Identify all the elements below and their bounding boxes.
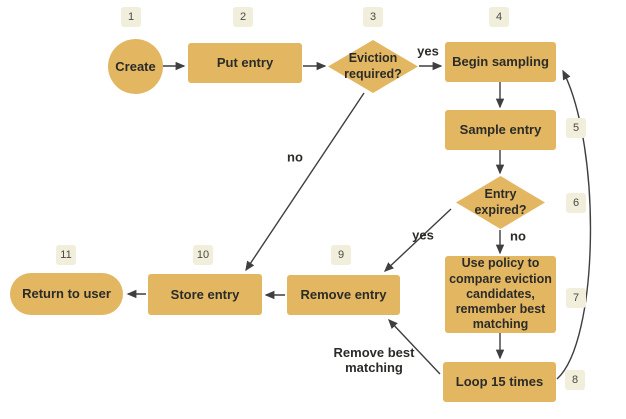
node-label: Entry expired? [474,187,527,217]
edge-loop-back-to-begin [556,69,592,380]
node-label: Return to user [22,286,111,302]
node-label: Use policy to compare eviction candidate… [449,256,552,332]
step-badge-2: 2 [233,7,253,27]
badge-number: 11 [60,249,72,261]
badge-number: 10 [196,249,210,261]
edge-label-remove-best-matching: Remove best matching [333,345,415,375]
badge-number: 8 [571,374,579,386]
edge-expired-yes-to-remove [383,208,452,272]
step-badge-1: 1 [121,7,141,27]
badge-number: 9 [337,249,345,261]
node-label: Remove entry [300,287,387,303]
rect-shape [188,43,302,83]
rect-shape [148,274,262,315]
edge-loop-to-remove [388,318,441,375]
badge-number: 4 [495,11,503,23]
step-badge-4: 4 [489,7,509,27]
step-badge-5: 5 [566,118,586,138]
node-label: Eviction required? [344,51,402,81]
rect-shape [445,110,556,150]
badge-number: 6 [572,197,580,209]
badge-number: 1 [127,11,135,23]
node-loop-15-times: Loop 15 times [443,362,556,402]
node-label: Loop 15 times [455,374,544,390]
rect-shape [445,42,556,82]
node-label: Begin sampling [452,54,549,70]
step-badge-10: 10 [193,245,213,265]
node-remove-entry: Remove entry [287,275,400,315]
edge-label-expired-yes: yes [412,227,434,243]
node-create: Create [108,39,163,94]
node-label: Sample entry [459,122,542,138]
badge-number: 7 [572,292,580,304]
node-label: Create [115,58,156,74]
badge-number: 2 [239,11,247,23]
node-return-to-user: Return to user [10,273,123,315]
edge-eviction-no-to-store [245,92,365,272]
node-sample-entry: Sample entry [445,110,556,150]
rect-shape [445,256,556,333]
step-badge-11: 11 [56,245,76,265]
edge-label-eviction-yes: yes [417,43,439,59]
edge-label-eviction-no: no [287,149,303,165]
edge-label-expired-no: no [510,228,526,244]
node-begin-sampling: Begin sampling [445,42,556,82]
node-entry-expired: Entry expired? [456,176,545,229]
circle-shape [108,39,163,94]
node-use-policy: Use policy to compare eviction candidate… [445,256,556,333]
pill-shape [10,273,123,315]
node-label: Store entry [170,286,240,302]
step-badge-6: 6 [566,193,586,213]
step-badge-3: 3 [363,7,383,27]
badge-number: 3 [369,11,377,23]
badge-number: 5 [572,122,580,134]
node-eviction-required: Eviction required? [328,40,418,93]
node-put-entry: Put entry [188,43,302,83]
step-badge-7: 7 [566,288,586,308]
rect-shape [443,362,556,402]
node-store-entry: Store entry [148,274,262,315]
step-badge-9: 9 [331,245,351,265]
node-label: Put entry [216,55,274,71]
step-badge-8: 8 [565,370,585,390]
rect-shape [287,275,400,315]
